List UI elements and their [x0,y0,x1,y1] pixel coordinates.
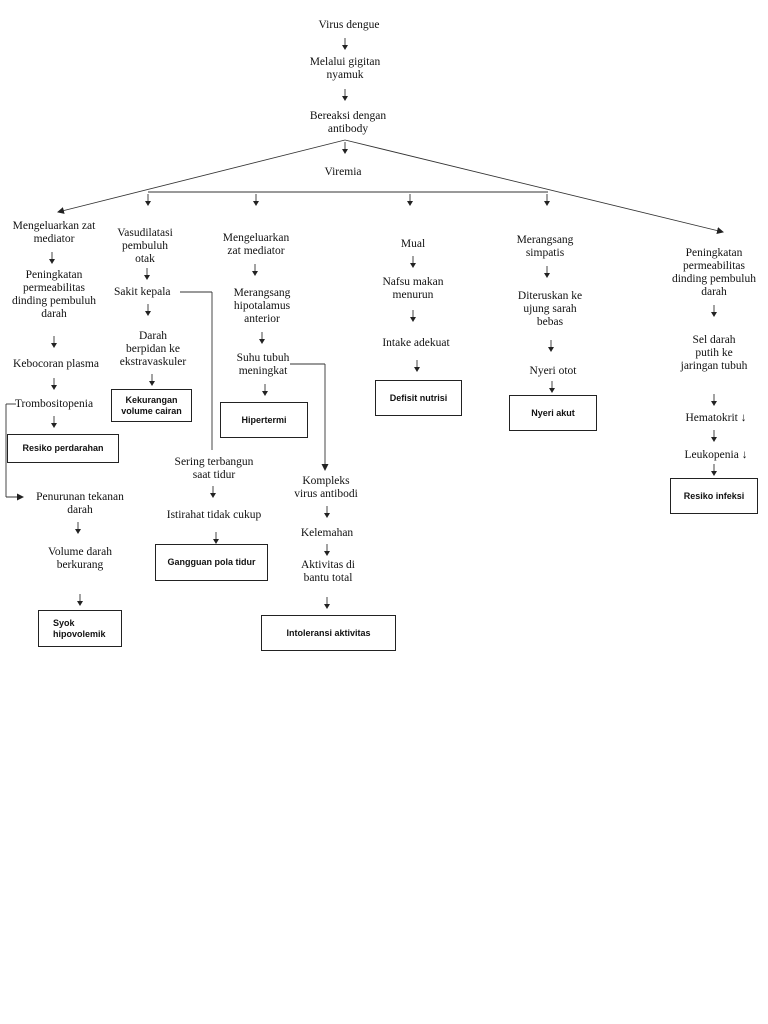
down-arrow-icon [410,256,416,268]
down-arrow-icon [410,310,416,322]
down-arrow-icon [711,394,717,406]
down-arrow-icon [711,305,717,317]
diagnosis-nyeri-akut: Nyeri akut [509,395,597,431]
node-c4-intake: Intake adekuat [382,337,450,349]
node-c1-kebocoran-plasma: Kebocoran plasma [13,358,99,370]
node-virus-dengue: Virus dengue [318,19,380,31]
down-arrow-icon [711,430,717,442]
node-c2-istirahat: Istirahat tidak cukup [166,509,262,521]
down-arrow-icon [544,266,550,278]
down-arrow-icon [51,378,57,390]
down-arrow-icon [342,142,348,154]
node-c6-hematokrit: Hematokrit ↓ [685,412,747,424]
node-c2-sakit-kepala: Sakit kepala [114,286,171,298]
down-arrow-icon [253,194,259,206]
diagnosis-gangguan-pola-tidur: Gangguan pola tidur [155,544,268,581]
diagnosis-defisit-nutrisi: Defisit nutrisi [375,380,462,416]
down-arrow-icon [262,384,268,396]
diagnosis-resiko-infeksi: Resiko infeksi [670,478,758,514]
diagnosis-resiko-perdarahan: Resiko perdarahan [7,434,119,463]
node-c1-trombositopenia: Trombositopenia [14,398,94,410]
down-arrow-icon [51,416,57,428]
down-arrow-icon [259,332,265,344]
down-arrow-icon [77,594,83,606]
down-arrow-icon [548,340,554,352]
down-arrow-icon [324,544,330,556]
down-arrow-icon [149,374,155,386]
down-arrow-icon [414,360,420,372]
down-arrow-icon [544,194,550,206]
down-arrow-icon [210,486,216,498]
down-arrow-icon [342,38,348,50]
down-arrow-icon [407,194,413,206]
down-arrow-icon [144,268,150,280]
down-arrow-icon [145,304,151,316]
branch-line-right [344,139,724,234]
down-arrow-icon [51,336,57,348]
node-c5-nyeri-otot: Nyeri otot [529,365,577,377]
node-c6-leukopenia: Leukopenia ↓ [684,449,748,461]
branch-line-left [57,139,346,214]
down-arrow-icon [324,597,330,609]
down-arrow-icon [49,252,55,264]
down-arrow-icon [711,464,717,476]
node-c4-mual: Mual [400,238,426,250]
down-arrow-icon [145,194,151,206]
diagnosis-hipertermi: Hipertermi [220,402,308,438]
down-arrow-icon [252,264,258,276]
node-c3-kelemahan: Kelemahan [300,527,354,539]
down-arrow-icon [342,89,348,101]
down-arrow-icon [75,522,81,534]
node-viremia: Viremia [324,166,362,178]
down-arrow-icon [213,532,219,544]
diagnosis-intoleransi-aktivitas: Intoleransi aktivitas [261,615,396,651]
down-arrow-icon [324,506,330,518]
down-arrow-icon [549,381,555,393]
